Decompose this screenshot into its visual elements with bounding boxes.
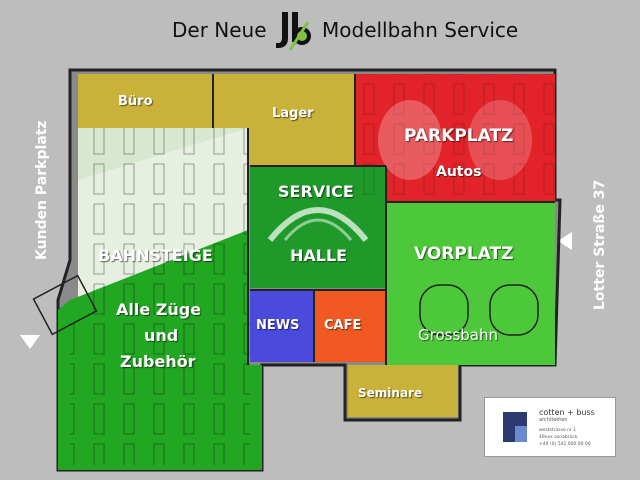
triangle-down-icon	[20, 335, 40, 349]
label-lager: Lager	[272, 106, 314, 121]
label-grossbahn: Grossbahn	[418, 326, 498, 344]
label-parkplatz-autos: Autos	[436, 164, 482, 180]
architect-card: cotten + buss architekten weststrasse nr…	[484, 397, 616, 457]
architect-line-3: +49 (0) 541 000 00 00	[539, 442, 591, 447]
architect-line-2: 49xxx osnabrück	[539, 435, 578, 440]
architect-name: cotten + buss	[539, 408, 595, 417]
architect-sub: architekten	[539, 417, 568, 423]
triangle-left-icon	[558, 232, 572, 250]
label-zuege-3: Zubehör	[120, 352, 196, 371]
room-seminare	[348, 365, 458, 417]
label-news: NEWS	[256, 318, 300, 333]
label-seminare: Seminare	[358, 386, 423, 400]
label-service: SERVICE	[278, 182, 354, 201]
label-cafe: CAFE	[324, 318, 362, 333]
room-buero	[78, 74, 213, 128]
header-title-right: Modellbahn Service	[322, 18, 519, 42]
label-halle: HALLE	[290, 246, 348, 265]
architect-logo-icon	[503, 412, 527, 442]
label-zuege-2: und	[144, 326, 179, 345]
label-bahnsteige: BAHNSTEIGE	[98, 246, 213, 265]
header-title-left: Der Neue	[172, 18, 267, 42]
label-buero: Büro	[118, 94, 153, 109]
room-news	[250, 290, 314, 362]
architect-line-1: weststrasse nr 1	[539, 428, 577, 433]
label-parkplatz: PARKPLATZ	[404, 126, 514, 146]
jb-logo-icon	[276, 12, 311, 51]
label-vorplatz: VORPLATZ	[414, 244, 514, 264]
room-cafe	[314, 290, 386, 362]
label-zuege-1: Alle Züge	[116, 300, 202, 319]
room-vorplatz	[386, 202, 555, 365]
